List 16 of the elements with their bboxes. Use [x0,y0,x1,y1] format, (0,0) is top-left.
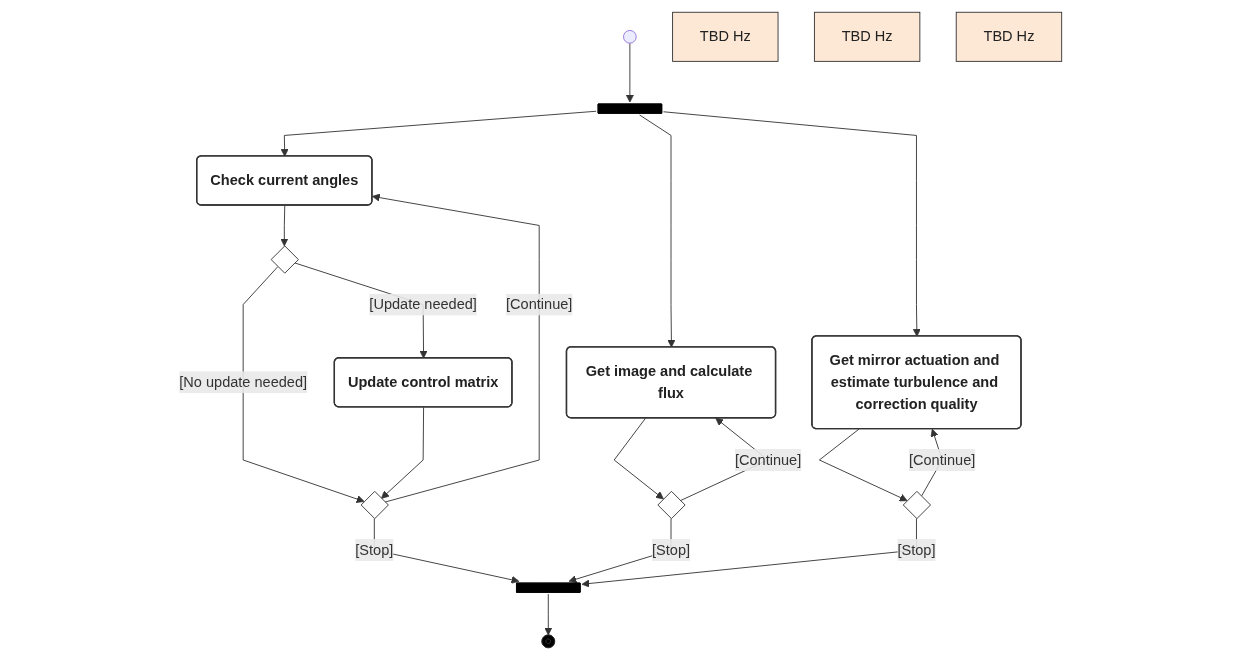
edge-label: [Stop] [896,541,935,557]
node-box: TBD Hz [813,11,920,62]
node-diamond [656,490,686,519]
node-diamond [270,244,299,274]
edge-label: [Continue] [908,451,975,467]
node-box: TBD Hz [671,11,778,62]
node-box: TBD Hz [955,11,1062,62]
edge-label: [Continue] [505,295,572,312]
edge-label: [Update needed] [368,295,477,312]
edge-label: [Stop] [354,541,393,557]
edge-label: [Continue] [734,451,801,467]
edge-label: [No update needed] [178,373,307,390]
node-circle [622,29,637,44]
node-diamond [902,490,931,519]
node-diamond [360,490,389,519]
edge-label: [Stop] [651,541,690,557]
